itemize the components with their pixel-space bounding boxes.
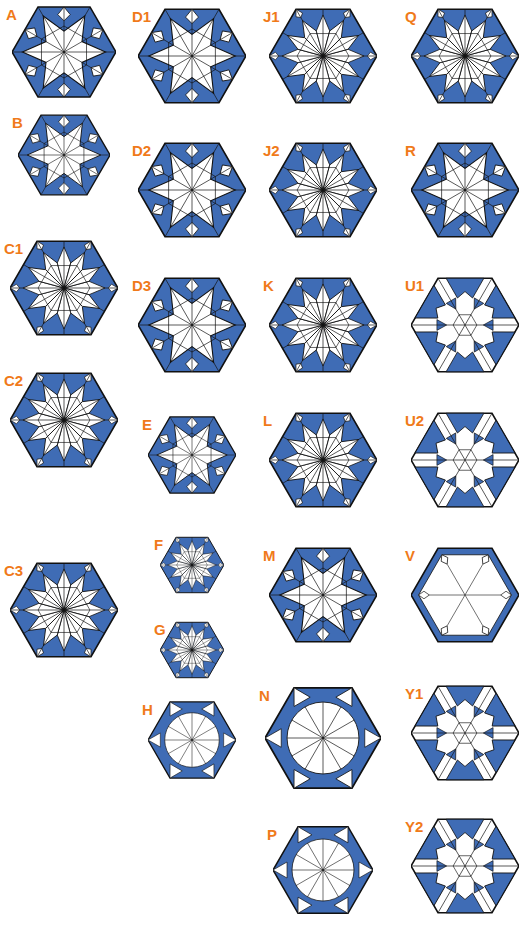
snowflake-pattern — [411, 143, 519, 237]
panel-label: K — [263, 278, 274, 294]
panel-label: Y2 — [405, 819, 423, 835]
panel-label: D1 — [132, 9, 151, 25]
snowflake-pattern — [269, 7, 377, 104]
snowflake-pattern — [12, 7, 116, 97]
panel-label: A — [6, 7, 17, 23]
snowflake-pattern — [411, 413, 519, 507]
snowflake-pattern — [265, 683, 381, 793]
snowflake-pattern — [411, 548, 519, 642]
snowflake-pattern — [269, 548, 377, 642]
snowflake-pattern — [411, 278, 519, 372]
panel-label: D2 — [132, 143, 151, 159]
snowflake-pattern — [411, 7, 519, 104]
panel-label: D3 — [132, 278, 151, 294]
panel-label: Y1 — [405, 686, 423, 702]
panel-label: J1 — [263, 9, 280, 25]
panel-label: N — [259, 688, 270, 704]
panel-label: B — [12, 115, 23, 131]
snowflake-pattern — [273, 823, 373, 918]
snowflake-pattern — [269, 276, 377, 373]
panel-label: Q — [405, 9, 417, 25]
panel-label: E — [142, 417, 152, 433]
snowflake-pattern — [18, 115, 110, 195]
snowflake-pattern — [269, 411, 377, 508]
panel-label: J2 — [263, 143, 280, 159]
panel-label: G — [154, 622, 166, 638]
snowflake-pattern — [138, 143, 246, 237]
panel-label: H — [142, 702, 153, 718]
snowflake-pattern — [148, 417, 236, 493]
snowflake-pattern — [269, 141, 377, 238]
panel-label: C3 — [4, 563, 23, 579]
panel-label: U2 — [405, 413, 424, 429]
panel-label: U1 — [405, 278, 424, 294]
snowflake-pattern — [10, 239, 118, 336]
snowflake-pattern — [10, 371, 118, 468]
panel-label: L — [263, 413, 272, 429]
panel-label: F — [154, 537, 163, 553]
snowflake-pattern — [160, 621, 224, 679]
snowflake-pattern — [148, 698, 236, 781]
snowflake-pattern — [138, 9, 246, 103]
snowflake-pattern — [138, 278, 246, 372]
panel-label: P — [267, 827, 277, 843]
panel-label: C1 — [4, 241, 23, 257]
snowflake-pattern — [411, 686, 519, 780]
snowflake-pattern — [411, 819, 519, 913]
snowflake-pattern — [160, 536, 224, 594]
panel-label: V — [405, 548, 415, 564]
panel-label: M — [263, 548, 276, 564]
panel-label: R — [405, 143, 416, 159]
snowflake-pattern — [10, 561, 118, 658]
panel-label: C2 — [4, 373, 23, 389]
